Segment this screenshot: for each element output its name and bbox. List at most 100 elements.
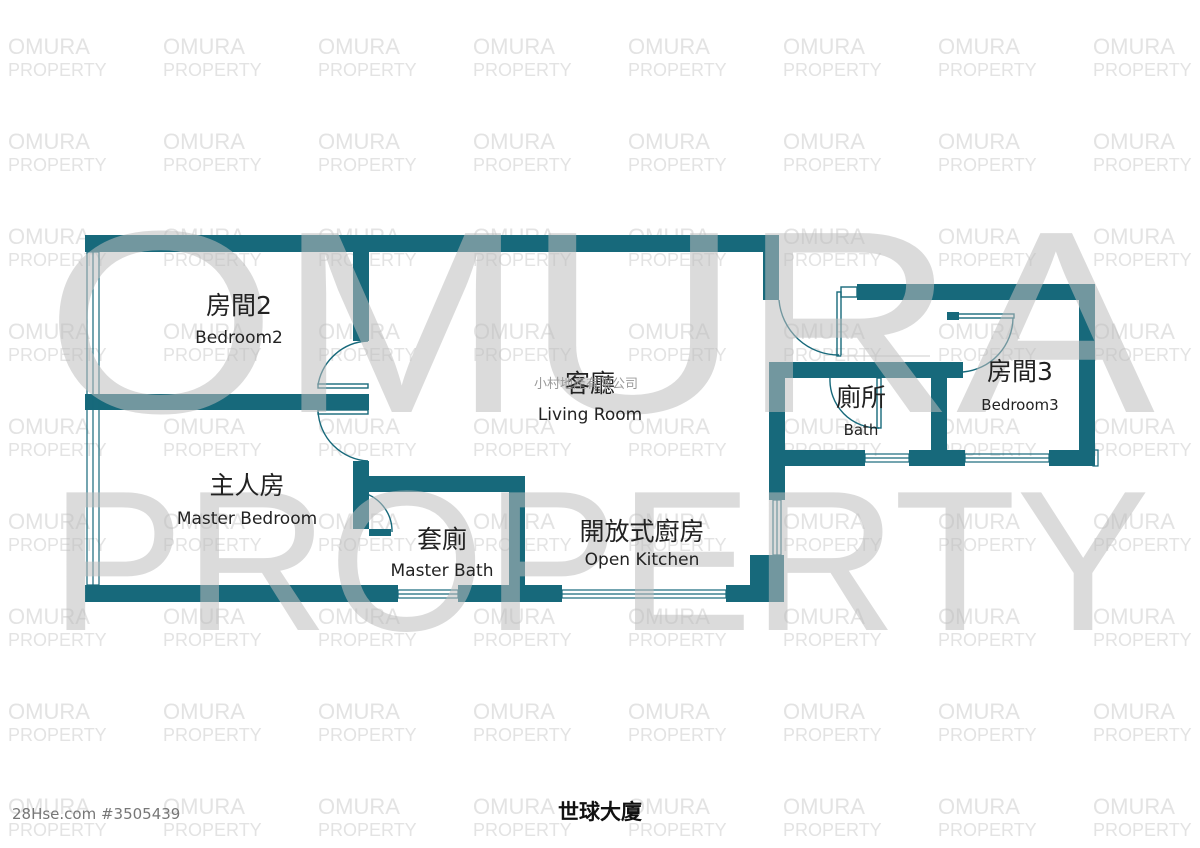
wall-bedroom2-right [353,235,369,341]
watermark-tile-line2: PROPERTY [1093,725,1192,745]
watermark-tile-line2: PROPERTY [318,535,417,555]
agency-text: 小村地產有限公司 [534,377,639,392]
watermark-tile-line2: PROPERTY [473,155,572,175]
watermark-tile-line1: OMURA [783,129,865,154]
watermark-tile-line2: PROPERTY [163,155,262,175]
watermark-tile-line2: PROPERTY [318,60,417,80]
watermark-tile-line2: PROPERTY [163,630,262,650]
watermark-tile-line2: PROPERTY [783,155,882,175]
listing-id: 28Hse.com #3505439 [12,805,181,823]
door-arc-entry [778,299,840,356]
watermark-tile-line1: OMURA [938,319,1020,344]
big-watermark-line2: PROPERTY [50,450,1150,673]
watermark-tile-line1: OMURA [783,414,865,439]
watermark-tile-line2: PROPERTY [938,820,1037,840]
watermark-tile-line1: OMURA [318,794,400,819]
door-arc-master [317,410,369,462]
wall-entry-stub [763,235,779,300]
watermark-tile-line2: PROPERTY [163,725,262,745]
watermark-tile-line2: PROPERTY [473,725,572,745]
watermark-tile-line1: OMURA [628,699,710,724]
watermark-tile-line1: OMURA [1093,604,1175,629]
watermark-tile-line1: OMURA [1093,699,1175,724]
room-label-living-zh: 客廳 [564,369,616,398]
watermark-tile-line2: PROPERTY [163,440,262,460]
watermark-tile-line1: OMURA [783,699,865,724]
watermark-tile-line2: PROPERTY [783,250,882,270]
windows [86,251,1099,599]
room-label-masterbath-en: Master Bath [390,561,494,581]
watermark-tile-line2: PROPERTY [473,630,572,650]
watermark-tile-line1: OMURA [8,794,90,819]
watermark-tile-line1: OMURA [1093,129,1175,154]
watermark-tile-line1: OMURA [783,509,865,534]
watermark-tile-line2: PROPERTY [8,155,107,175]
watermark-tile-line1: OMURA [473,34,555,59]
wall-bath-top-2 [885,362,947,378]
door-arc-bath [829,377,880,429]
watermark-tile-line2: PROPERTY [628,535,727,555]
watermark-tile-line1: OMURA [163,509,245,534]
watermark-tile-line2: PROPERTY [938,60,1037,80]
watermark-tile-line1: OMURA [473,414,555,439]
watermark-tile-line2: PROPERTY [318,820,417,840]
watermark-tile-line2: PROPERTY [938,725,1037,745]
watermark-tile-line2: PROPERTY [1093,250,1192,270]
watermark-tile-line2: PROPERTY [783,820,882,840]
room-label-bedroom2-zh: 房間2 [206,291,272,320]
door-arc-bedroom2 [317,340,369,386]
watermark-tile-line2: PROPERTY [1093,630,1192,650]
watermark-tile-line2: PROPERTY [318,345,417,365]
watermark-tile-line1: OMURA [163,414,245,439]
watermark-tile-line1: OMURA [938,129,1020,154]
watermark-tile-line2: PROPERTY [473,440,572,460]
watermark-tile-line1: OMURA [628,509,710,534]
watermark-tile-line1: OMURA [628,129,710,154]
watermark-tile-line1: OMURA [8,224,90,249]
watermark-tile-line1: OMURA [938,414,1020,439]
room-label-bedroom3-zh: 房間3 [987,357,1053,386]
watermark-tile-line1: OMURA [8,509,90,534]
wall-bedroom2-corner [353,394,369,410]
watermark-tile-line2: PROPERTY [163,820,262,840]
watermark-tile-line2: PROPERTY [8,440,107,460]
watermark-tile-line2: PROPERTY [938,250,1037,270]
door-arc-bedroom3 [962,317,1014,373]
big-watermark-line1: OMURA [45,178,1156,468]
watermark-tile-line1: OMURA [1093,414,1175,439]
watermark-tile-line2: PROPERTY [473,60,572,80]
wall-bedroom3-bottom [1049,450,1095,466]
wall-masterbath-top [353,476,525,492]
watermark-tile-line1: OMURA [628,414,710,439]
watermark-tile-line2: PROPERTY [628,440,727,460]
